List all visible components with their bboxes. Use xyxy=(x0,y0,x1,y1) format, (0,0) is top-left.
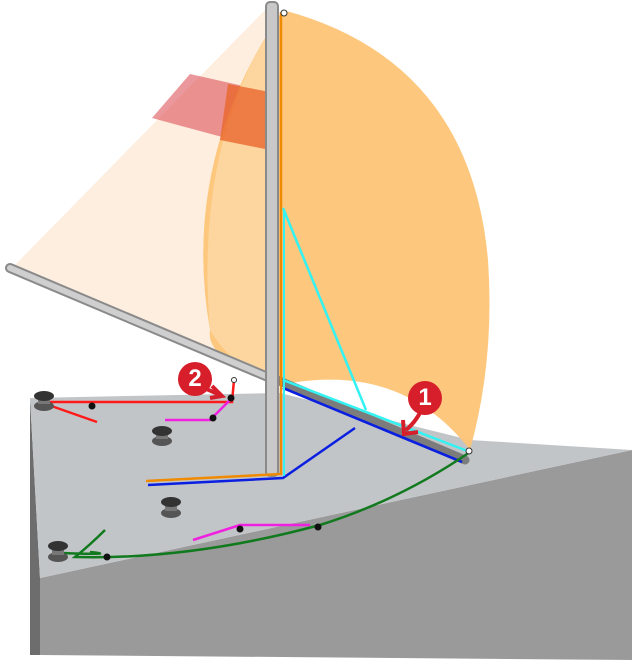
boom-marker-1: 1 xyxy=(408,381,442,415)
outhaul-cyan xyxy=(282,378,471,454)
sky-sweep xyxy=(280,379,470,440)
cleat-marker-2: 2 xyxy=(178,362,212,396)
block-icon xyxy=(103,553,111,561)
block-icon xyxy=(209,414,217,422)
deck-top xyxy=(30,393,632,578)
spinnaker-pole-highlight xyxy=(7,265,278,383)
deck-front-face xyxy=(40,450,632,660)
winch-icon xyxy=(34,391,54,411)
mast xyxy=(265,1,279,477)
winch-icon xyxy=(152,426,172,446)
block-icon xyxy=(314,523,322,531)
block-icon xyxy=(227,394,235,402)
winch-icon xyxy=(161,497,181,518)
fittings xyxy=(88,394,322,561)
vang-blue-path xyxy=(147,386,463,487)
block-icon xyxy=(88,402,96,410)
winch-icon xyxy=(48,541,68,562)
tack-shackle-icon xyxy=(231,377,237,383)
boom xyxy=(272,375,470,465)
line-magenta-lower xyxy=(192,523,310,542)
jib-red-band-overlap xyxy=(220,84,270,150)
clew-shackle-icon xyxy=(465,447,473,455)
cunningham-cyan xyxy=(281,207,368,411)
mainsheet-green xyxy=(59,450,471,559)
block-icon xyxy=(236,525,244,533)
masthead-shackle-icon xyxy=(280,9,288,17)
halyard-orange xyxy=(145,12,283,483)
line-magenta-upper xyxy=(165,399,231,422)
deck-left-side xyxy=(30,398,40,655)
